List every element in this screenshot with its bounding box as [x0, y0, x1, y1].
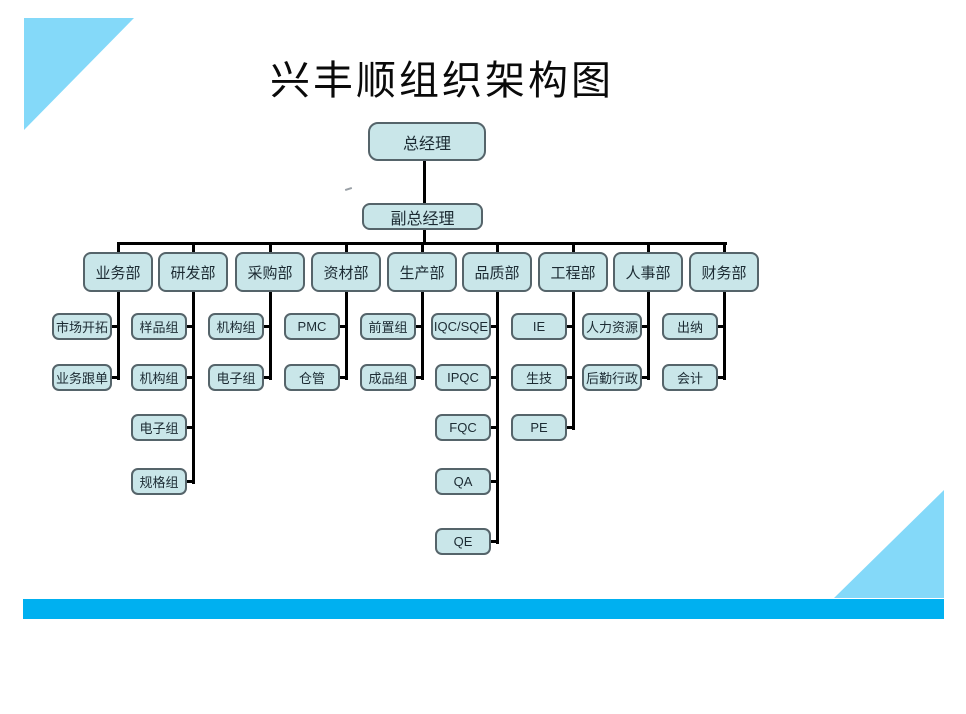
org-node-sub: 规格组: [131, 468, 187, 495]
connector-line: [112, 325, 120, 328]
org-node-sub: PMC: [284, 313, 340, 340]
org-node-sub: FQC: [435, 414, 491, 441]
org-node-sub: 会计: [662, 364, 718, 391]
connector-line: [571, 242, 575, 252]
connector-line: [264, 325, 272, 328]
connector-line: [646, 242, 650, 252]
connector-line: [491, 376, 499, 379]
org-node-dept: 工程部: [538, 252, 608, 292]
connector-line: [567, 325, 575, 328]
connector-line: [646, 291, 650, 380]
connector-line: [420, 291, 424, 380]
connector-line: [416, 325, 424, 328]
org-node-sub: 成品组: [360, 364, 416, 391]
connector-line: [112, 376, 120, 379]
connector-line: [423, 230, 426, 242]
org-node-sub: IE: [511, 313, 567, 340]
connector-line: [495, 242, 499, 252]
org-node-sub: 生技: [511, 364, 567, 391]
connector-line: [642, 325, 650, 328]
org-node-sub: IQC/SQE: [431, 313, 491, 340]
org-node-dept: 生产部: [387, 252, 457, 292]
org-node-sub: PE: [511, 414, 567, 441]
connector-line: [491, 480, 499, 483]
org-node-dept: 研发部: [158, 252, 228, 292]
connector-line: [187, 480, 195, 483]
connector-line: [116, 242, 120, 252]
org-node-sub: IPQC: [435, 364, 491, 391]
connector-line: [187, 325, 195, 328]
connector-line: [567, 426, 575, 429]
connector-line: [268, 291, 272, 380]
page-title: 兴丰顺组织架构图: [270, 58, 614, 103]
connector-line: [495, 291, 499, 544]
connector-line: [191, 291, 195, 484]
org-node-dept: 品质部: [462, 252, 532, 292]
org-node-sub: 出纳: [662, 313, 718, 340]
connector-line: [423, 161, 426, 203]
org-node-dept: 业务部: [83, 252, 153, 292]
connector-line: [191, 242, 195, 252]
connector-line: [491, 426, 499, 429]
org-node-sub: 电子组: [131, 414, 187, 441]
connector-line: [567, 376, 575, 379]
connector-line: [116, 291, 120, 380]
org-node-sub: 市场开拓: [52, 313, 112, 340]
connector-line: [642, 376, 650, 379]
connector-line: [268, 242, 272, 252]
connector-line: [571, 291, 575, 430]
connector-line: [340, 376, 348, 379]
org-node-sub: 仓管: [284, 364, 340, 391]
org-node-dept: 财务部: [689, 252, 759, 292]
org-node-dept: 人事部: [613, 252, 683, 292]
connector-line: [718, 376, 726, 379]
bottom-accent-bar: [23, 599, 944, 619]
connector-line: [718, 325, 726, 328]
connector-line: [344, 242, 348, 252]
org-node-sub: 人力资源: [582, 313, 642, 340]
org-node-sub: 机构组: [208, 313, 264, 340]
connector-line: [344, 291, 348, 380]
org-node-sub: 后勤行政: [582, 364, 642, 391]
org-node-sub: 电子组: [208, 364, 264, 391]
org-node-sub: QA: [435, 468, 491, 495]
connector-line: [187, 376, 195, 379]
connector-line: [264, 376, 272, 379]
connector-line: [416, 376, 424, 379]
connector-line: [187, 426, 195, 429]
org-node-sub: 机构组: [131, 364, 187, 391]
org-node-sub: 前置组: [360, 313, 416, 340]
org-node-sub: QE: [435, 528, 491, 555]
org-node-dept: 资材部: [311, 252, 381, 292]
connector-line: [420, 242, 424, 252]
connector-line: [491, 540, 499, 543]
connector-line: [722, 291, 726, 380]
connector-line: [491, 325, 499, 328]
org-node-dept: 采购部: [235, 252, 305, 292]
org-node-sub: 业务跟单: [52, 364, 112, 391]
connector-line: [722, 242, 726, 252]
org-node-deputy: 副总经理: [362, 203, 483, 230]
connector-line: [340, 325, 348, 328]
org-node-root: 总经理: [368, 122, 486, 161]
org-node-sub: 样品组: [131, 313, 187, 340]
